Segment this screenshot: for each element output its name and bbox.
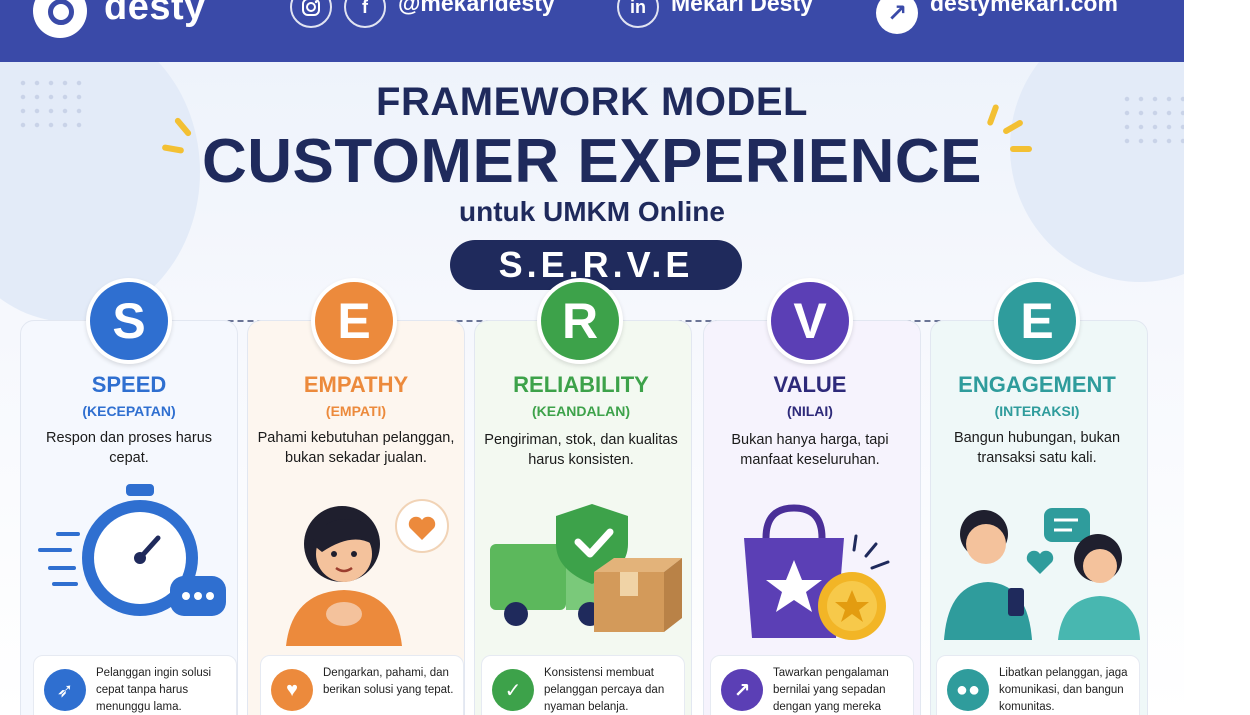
- pillar-name-value: VALUE: [773, 372, 847, 397]
- pillar-sub-reliability: (KEANDALAN): [532, 403, 630, 419]
- pillar-note-value: ↗ Tawarkan pengalaman bernilai yang sepa…: [710, 655, 914, 715]
- instagram-icon[interactable]: [290, 0, 332, 28]
- pillar-letter-engagement: E: [994, 278, 1080, 364]
- pillar-note-engagement: ●● Libatkan pelanggan, jaga komunikasi, …: [936, 655, 1140, 715]
- sparkle-icon: [1010, 146, 1032, 152]
- facebook-icon[interactable]: f: [344, 0, 386, 28]
- pillar-sub-engagement: (INTERAKSI): [994, 403, 1080, 419]
- pillar-letter-reliability: R: [537, 278, 623, 364]
- woman-heart-icon: [262, 496, 462, 666]
- note-text-empathy: Dengarkan, pahami, dan berikan solusi ya…: [323, 667, 454, 696]
- people-chat-icon: [940, 500, 1140, 670]
- dot-pattern: [16, 76, 86, 136]
- pillar-letter-empathy: E: [311, 278, 397, 364]
- brand-bar: desty f @mekaridesty in Mekari Desty ↗ d…: [0, 0, 1184, 62]
- pillar-desc-speed: Respon dan proses harus cepat.: [45, 430, 213, 466]
- note-text-engagement: Libatkan pelanggan, jaga komunikasi, dan…: [999, 667, 1128, 713]
- linkedin-name[interactable]: Mekari Desty: [671, 0, 813, 16]
- community-icon: ●●: [947, 669, 989, 711]
- title-line-2: CUSTOMER EXPERIENCE: [201, 127, 983, 196]
- pillar-name-engagement: ENGAGEMENT: [958, 372, 1116, 397]
- pillar-note-reliability: ✓ Konsistensi membuat pelanggan percaya …: [481, 655, 685, 715]
- pillar-name-empathy: EMPATHY: [303, 372, 409, 397]
- growth-chart-icon: ↗: [721, 669, 763, 711]
- note-text-speed: Pelanggan ingin solusi cepat tanpa harus…: [96, 667, 212, 713]
- title-line-3: untuk UMKM Online: [459, 196, 725, 227]
- desty-logo-icon: [33, 0, 87, 38]
- pillar-sub-speed: (KECEPATAN): [82, 403, 176, 419]
- note-text-value: Tawarkan pengalaman bernilai yang sepada…: [773, 667, 889, 713]
- note-text-reliability: Konsistensi membuat pelanggan percaya da…: [544, 667, 665, 713]
- pillar-desc-reliability: Pengiriman, stok, dan kualitas harus kon…: [484, 432, 678, 468]
- title-line-1: FRAMEWORK MODEL: [376, 80, 808, 124]
- pillar-sub-empathy: (EMPATI): [325, 403, 387, 419]
- pillar-desc-engagement: Bangun hubungan, bukan transaksi satu ka…: [953, 430, 1121, 466]
- brand-logo-text: desty: [104, 0, 206, 28]
- stopwatch-icon: [30, 480, 230, 650]
- heart-icon: ♥: [271, 669, 313, 711]
- pillar-note-speed: ➶ Pelanggan ingin solusi cepat tanpa har…: [33, 655, 237, 715]
- linkedin-icon[interactable]: in: [617, 0, 659, 28]
- pillar-desc-empathy: Pahami kebutuhan pelanggan, bukan sekada…: [257, 430, 455, 466]
- pillar-sub-value: (NILAI): [787, 403, 833, 419]
- social-handle[interactable]: @mekaridesty: [398, 0, 555, 16]
- pillar-desc-value: Bukan hanya harga, tapi manfaat keseluru…: [731, 432, 889, 468]
- pillar-note-empathy: ♥ Dengarkan, pahami, dan berikan solusi …: [260, 655, 464, 715]
- pillar-letter-speed: S: [86, 278, 172, 364]
- dot-pattern: [1120, 92, 1184, 152]
- shopping-bag-coin-icon: [716, 500, 916, 670]
- pillar-name-speed: SPEED: [91, 372, 167, 397]
- website-link[interactable]: destymekari.com: [930, 0, 1118, 16]
- arrow-link-icon[interactable]: ↗: [876, 0, 918, 34]
- truck-shield-icon: [486, 500, 686, 670]
- pillar-name-reliability: RELIABILITY: [513, 372, 649, 397]
- rocket-icon: ➶: [44, 669, 86, 711]
- shield-check-icon: ✓: [492, 669, 534, 711]
- pillar-letter-value: V: [767, 278, 853, 364]
- pillar-card-engagement: [930, 320, 1148, 715]
